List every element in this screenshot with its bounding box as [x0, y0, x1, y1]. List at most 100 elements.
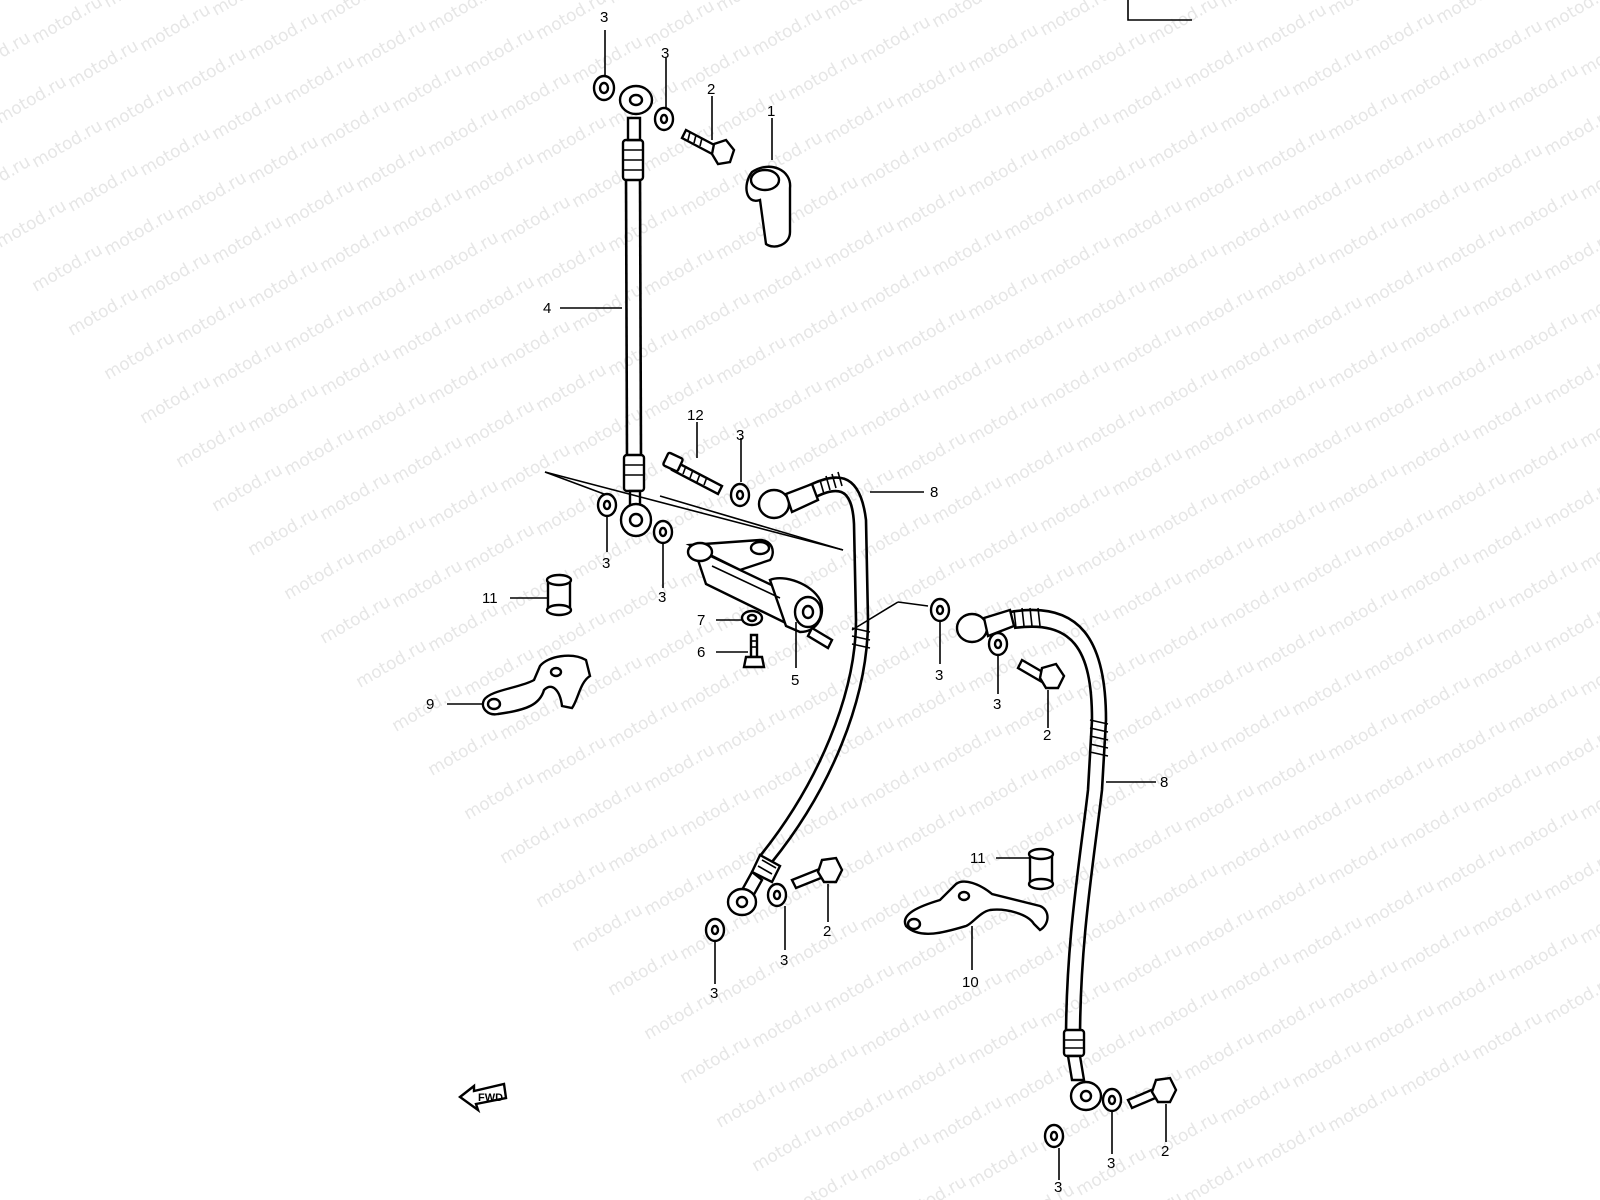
watermark-text: motod.ru: [281, 548, 359, 604]
watermark-text: motod.ru: [1505, 928, 1583, 984]
watermark-text: motod.ru: [1145, 240, 1223, 296]
watermark-text: motod.ru: [1541, 228, 1600, 284]
watermark-text: motod.ru: [1577, 644, 1600, 700]
watermark-text: motod.ru: [965, 144, 1043, 200]
watermark-text: motod.ru: [749, 376, 827, 432]
watermark-text: motod.ru: [65, 36, 143, 92]
callout-2: 2: [707, 81, 715, 98]
callout-3: 3: [1054, 1179, 1062, 1196]
callout-3: 3: [600, 9, 608, 26]
watermark-text: motod.ru: [101, 80, 179, 136]
watermark-text: motod.ru: [461, 520, 539, 576]
watermark-text: motod.ru: [821, 1084, 899, 1140]
watermark-text: motod.ru: [353, 636, 431, 692]
watermark-text: motod.ru: [641, 740, 719, 796]
watermark-text: motod.ru: [173, 416, 251, 472]
watermark-text: motod.ru: [857, 1128, 935, 1184]
watermark-text: motod.ru: [1325, 832, 1403, 888]
watermark-text: motod.ru: [173, 168, 251, 224]
watermark-text: motod.ru: [1181, 780, 1259, 836]
watermark-text: motod.ru: [1109, 1188, 1187, 1200]
watermark-text: motod.ru: [893, 56, 971, 112]
watermark-text: motod.ru: [1469, 512, 1547, 568]
watermark-text: motod.ru: [533, 732, 611, 788]
watermark-text: motod.ru: [1001, 64, 1079, 120]
watermark-text: motod.ru: [929, 224, 1007, 280]
watermark-text: motod.ru: [893, 676, 971, 732]
part-7-nut: [740, 609, 764, 627]
callout-9: 9: [426, 696, 434, 713]
watermark-text: motod.ru: [1397, 1044, 1475, 1100]
part-12-bleeder-screw: [662, 451, 724, 496]
watermark-text: motod.ru: [0, 152, 34, 208]
watermark-text: motod.ru: [137, 248, 215, 304]
watermark-text: motod.ru: [425, 228, 503, 284]
fwd-arrow-icon: FWD: [458, 1082, 508, 1114]
watermark-text: motod.ru: [965, 20, 1043, 76]
watermark-text: motod.ru: [1325, 1080, 1403, 1136]
watermark-text: motod.ru: [317, 0, 395, 28]
callout-3: 3: [602, 555, 610, 572]
watermark-text: motod.ru: [1505, 308, 1583, 364]
watermark-text: motod.ru: [425, 600, 503, 656]
watermark-text: motod.ru: [1325, 336, 1403, 392]
watermark-text: motod.ru: [893, 304, 971, 360]
watermark-text: motod.ru: [497, 68, 575, 124]
watermark-text: motod.ru: [497, 440, 575, 496]
watermark-text: motod.ru: [929, 472, 1007, 528]
watermark-text: motod.ru: [1181, 160, 1259, 216]
watermark-text: motod.ru: [1217, 204, 1295, 260]
watermark-text: motod.ru: [1181, 408, 1259, 464]
watermark-text: motod.ru: [245, 132, 323, 188]
watermark-text: motod.ru: [1253, 620, 1331, 676]
watermark-text: motod.ru: [1037, 108, 1115, 164]
watermark-text: motod.ru: [1577, 396, 1600, 452]
watermark-text: motod.ru: [1505, 804, 1583, 860]
watermark-text: motod.ru: [29, 116, 107, 172]
watermark-text: motod.ru: [1289, 416, 1367, 472]
watermark-text: motod.ru: [1469, 884, 1547, 940]
watermark-text: motod.ru: [785, 296, 863, 352]
watermark-text: motod.ru: [1145, 488, 1223, 544]
page-frame-corner: [1127, 0, 1192, 21]
watermark-text: motod.ru: [1073, 28, 1151, 84]
watermark-text: motod.ru: [1109, 692, 1187, 748]
watermark-text: motod.ru: [1469, 140, 1547, 196]
watermark-text: motod.ru: [1433, 964, 1511, 1020]
watermark-text: motod.ru: [317, 220, 395, 276]
watermark-text: motod.ru: [1433, 344, 1511, 400]
watermark-text: motod.ru: [1541, 724, 1600, 780]
callout-3: 3: [935, 667, 943, 684]
watermark-text: motod.ru: [281, 424, 359, 480]
watermark-text: motod.ru: [1109, 196, 1187, 252]
watermark-text: motod.ru: [137, 124, 215, 180]
watermark-text: motod.ru: [245, 504, 323, 560]
watermark-text: motod.ru: [1361, 8, 1439, 64]
watermark-text: motod.ru: [497, 316, 575, 372]
watermark-text: motod.ru: [1505, 184, 1583, 240]
watermark-text: motod.ru: [461, 272, 539, 328]
watermark-text: motod.ru: [1001, 1056, 1079, 1112]
watermark-text: motod.ru: [245, 380, 323, 436]
watermark-text: motod.ru: [929, 100, 1007, 156]
watermark-text: motod.ru: [461, 24, 539, 80]
watermark-text: motod.ru: [1289, 292, 1367, 348]
watermark-text: motod.ru: [929, 720, 1007, 776]
watermark-text: motod.ru: [29, 240, 107, 296]
watermark-text: motod.ru: [713, 84, 791, 140]
watermark-text: motod.ru: [1433, 96, 1511, 152]
watermark-text: motod.ru: [1289, 168, 1367, 224]
callout-3: 3: [780, 952, 788, 969]
watermark-text: motod.ru: [1433, 220, 1511, 276]
watermark-text: motod.ru: [857, 508, 935, 564]
watermark-text: motod.ru: [1145, 1108, 1223, 1164]
watermark-text: motod.ru: [893, 180, 971, 236]
watermark-text: motod.ru: [1145, 364, 1223, 420]
part-2-union-bolts: [790, 658, 1178, 1110]
watermark-text: motod.ru: [713, 1076, 791, 1132]
watermark-text: motod.ru: [785, 420, 863, 476]
watermark-text: motod.ru: [749, 1120, 827, 1176]
watermark-text: motod.ru: [173, 292, 251, 348]
watermark-text: motod.ru: [317, 592, 395, 648]
watermark-text: motod.ru: [1181, 904, 1259, 960]
